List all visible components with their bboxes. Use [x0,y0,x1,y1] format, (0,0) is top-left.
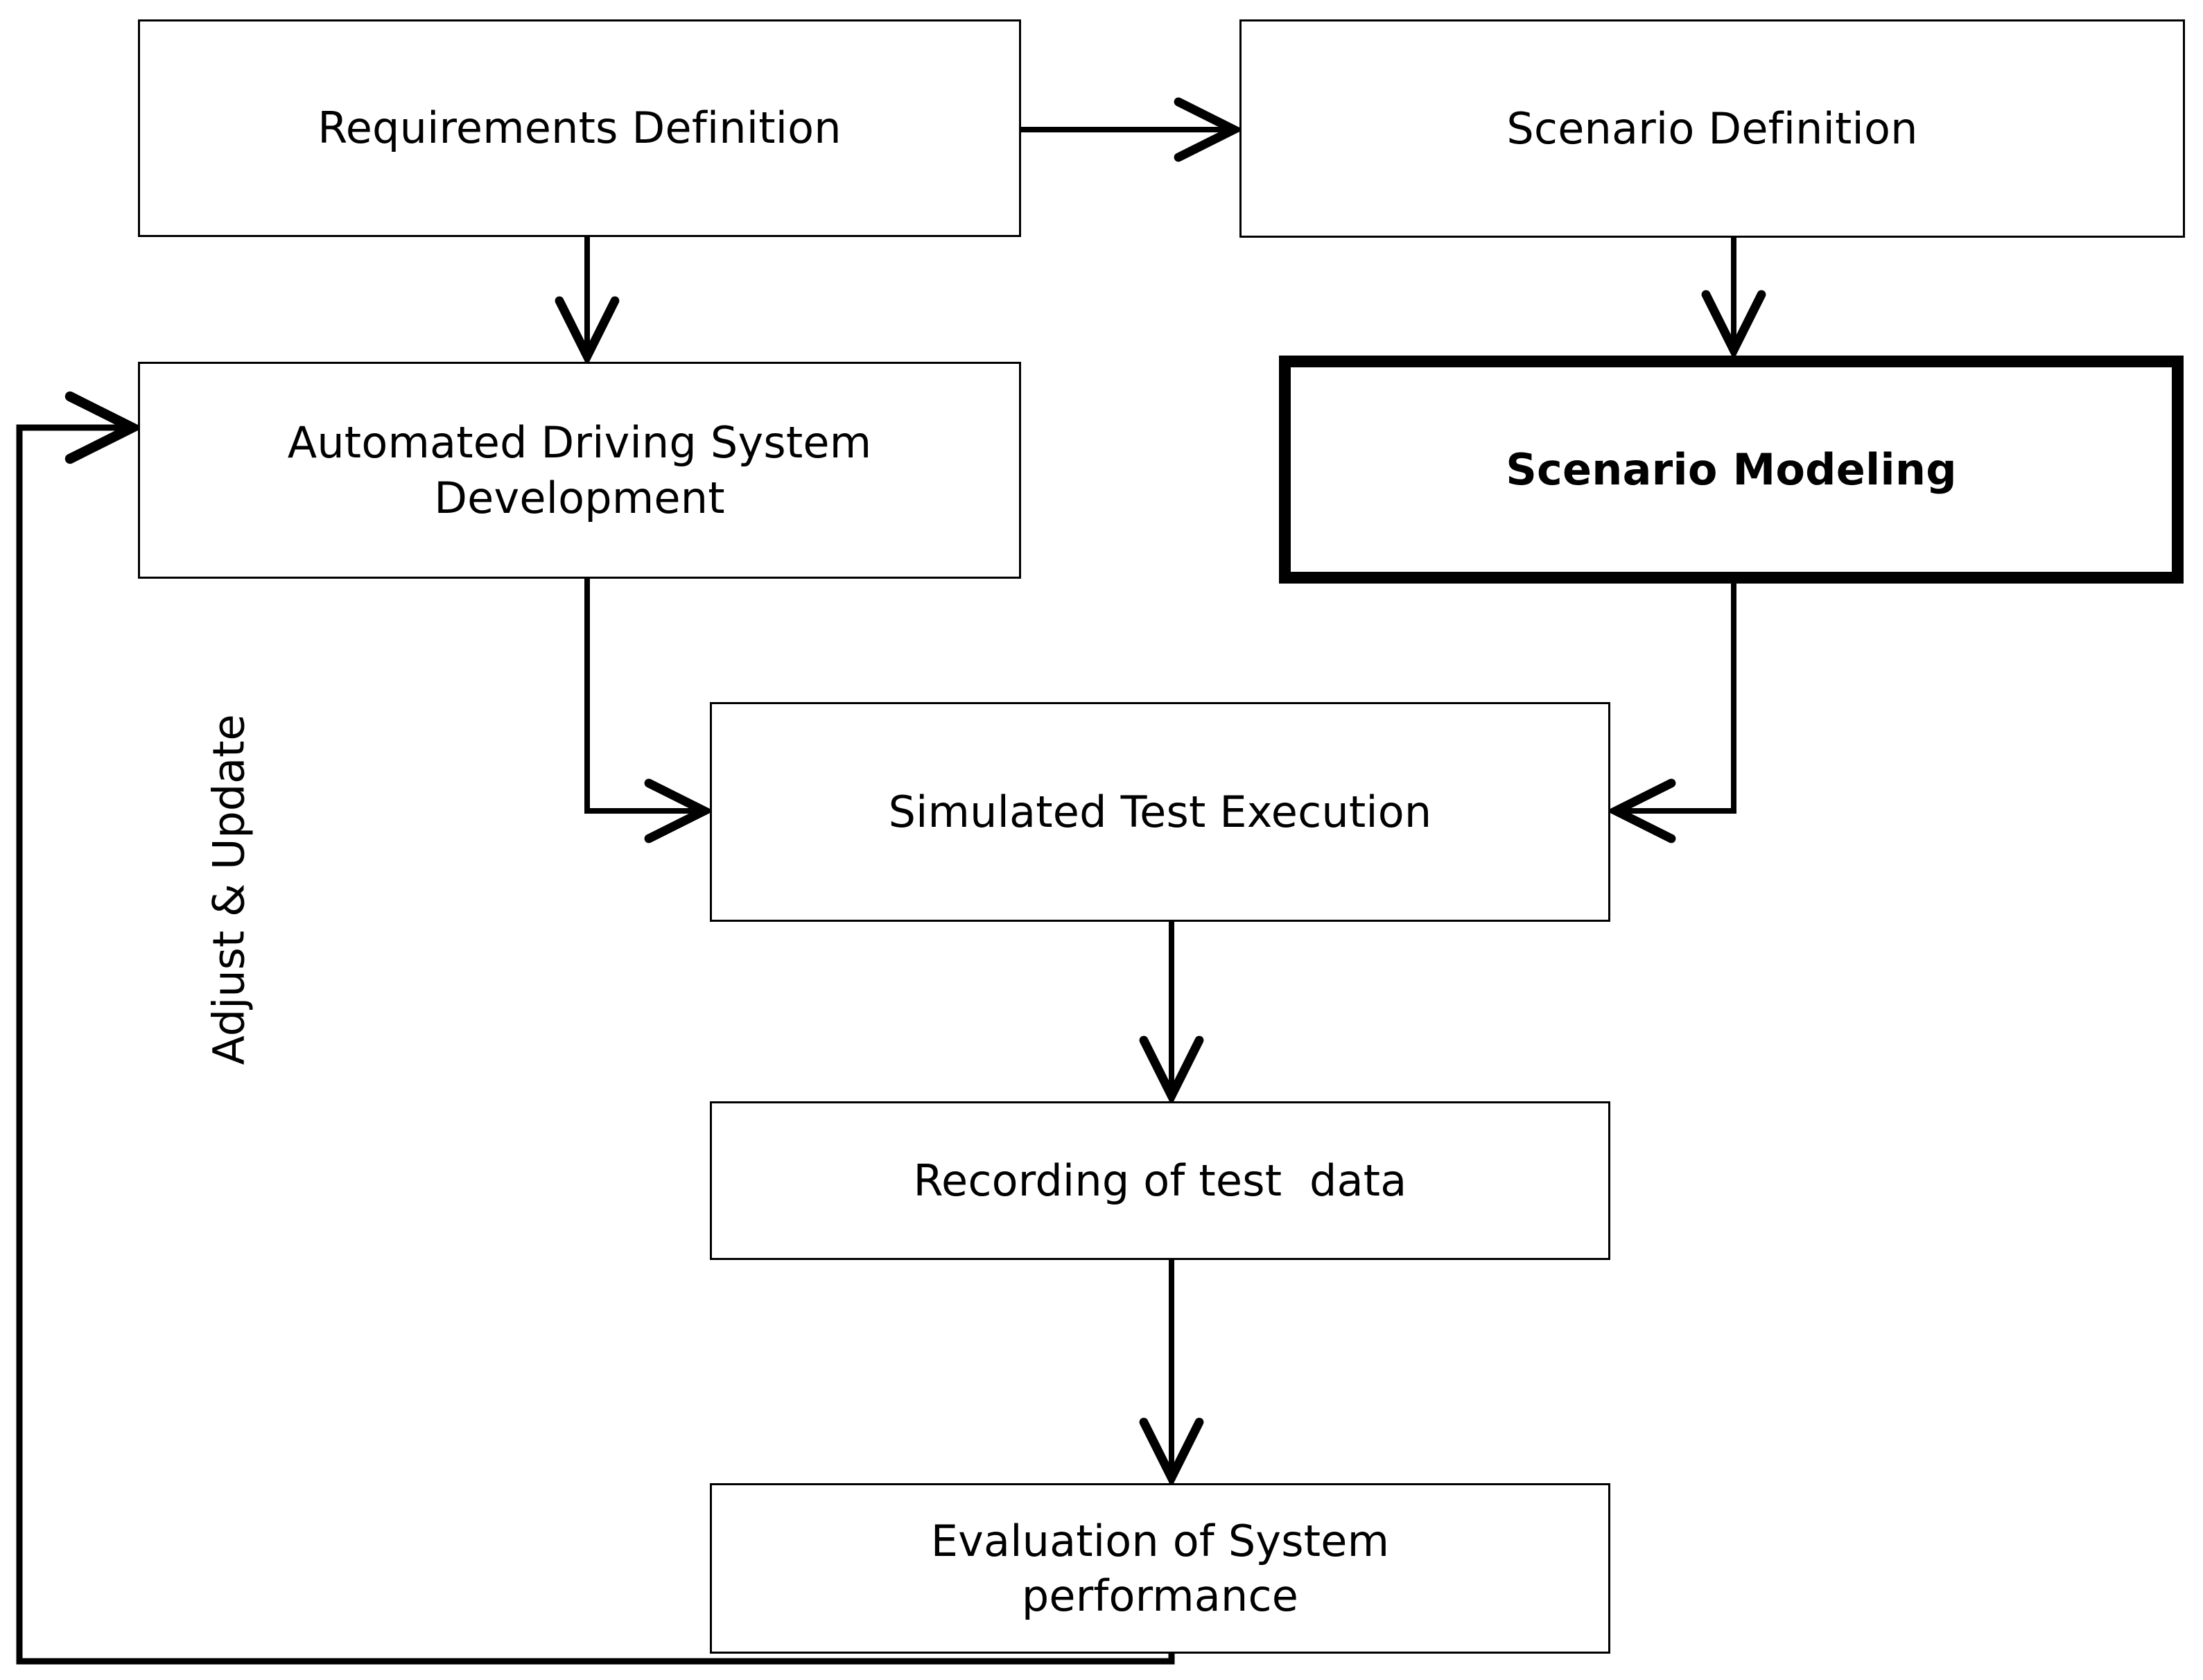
node-label-simulated-test-execution: Simulated Test Execution [888,786,1432,837]
node-label-scenario-modeling: Scenario Modeling [1506,444,1957,495]
node-evaluation-of-system-performance[interactable]: Evaluation of System performance [710,1483,1610,1654]
edge-label-adjust-and-update-text: Adjust & Update [203,714,254,1065]
node-automated-driving-system-development[interactable]: Automated Driving System Development [138,362,1021,579]
node-scenario-modeling[interactable]: Scenario Modeling [1279,356,2184,584]
node-label-automated-driving-system-development: Automated Driving System Development [287,417,872,523]
node-label-recording-of-test-data: Recording of test data [913,1155,1407,1206]
node-scenario-definition[interactable]: Scenario Definition [1239,19,2185,238]
node-simulated-test-execution[interactable]: Simulated Test Execution [710,702,1610,922]
edge-label-adjust-and-update: Adjust & Update [203,714,254,1065]
node-requirements-definition[interactable]: Requirements Definition [138,19,1021,237]
edge-evaluation-to-ads-dev-feedback [16,428,1175,1665]
node-label-evaluation-of-system-performance: Evaluation of System performance [930,1515,1390,1621]
edge-ads-dev-to-sim-test [584,579,704,811]
node-label-scenario-definition: Scenario Definition [1506,103,1918,154]
node-recording-of-test-data[interactable]: Recording of test data [710,1101,1610,1260]
node-label-requirements-definition: Requirements Definition [317,103,842,154]
edge-scenario-modeling-to-sim-test [1616,584,1736,811]
